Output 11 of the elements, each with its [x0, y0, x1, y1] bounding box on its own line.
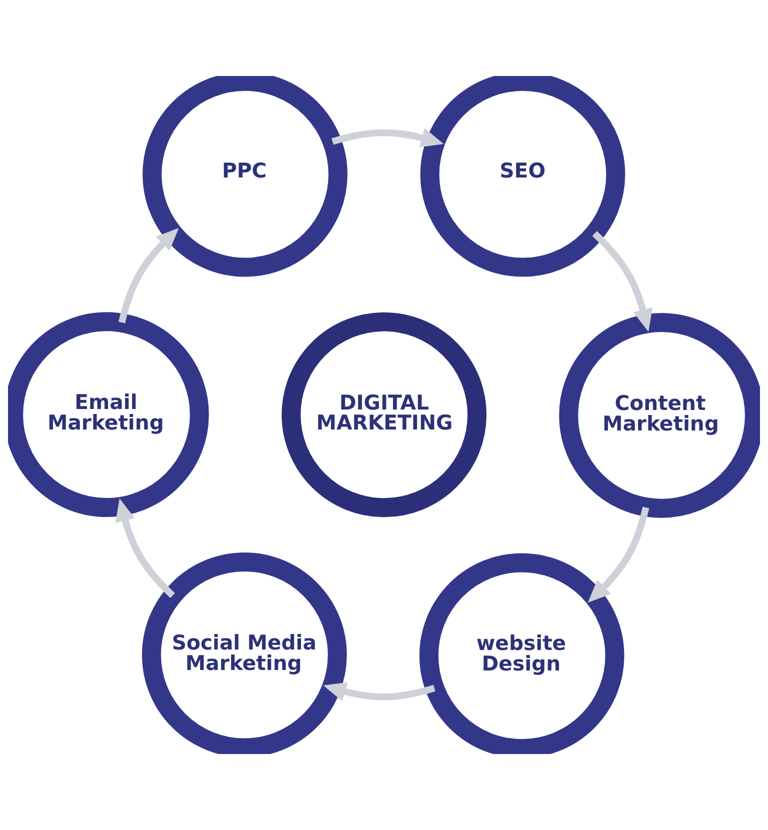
- arrow: [115, 498, 175, 598]
- arrow: [323, 682, 436, 702]
- arrow: [332, 128, 444, 148]
- node-circle: Content Marketing: [559, 312, 760, 518]
- arrow: [588, 506, 650, 603]
- node-circle: Email Marketing: [8, 312, 209, 518]
- node-circle: website Design: [419, 553, 624, 754]
- node-circle: PPC: [142, 76, 348, 277]
- node-circle: DIGITAL MARKETING: [282, 312, 486, 518]
- arrow: [592, 231, 653, 332]
- arrow: [118, 228, 179, 324]
